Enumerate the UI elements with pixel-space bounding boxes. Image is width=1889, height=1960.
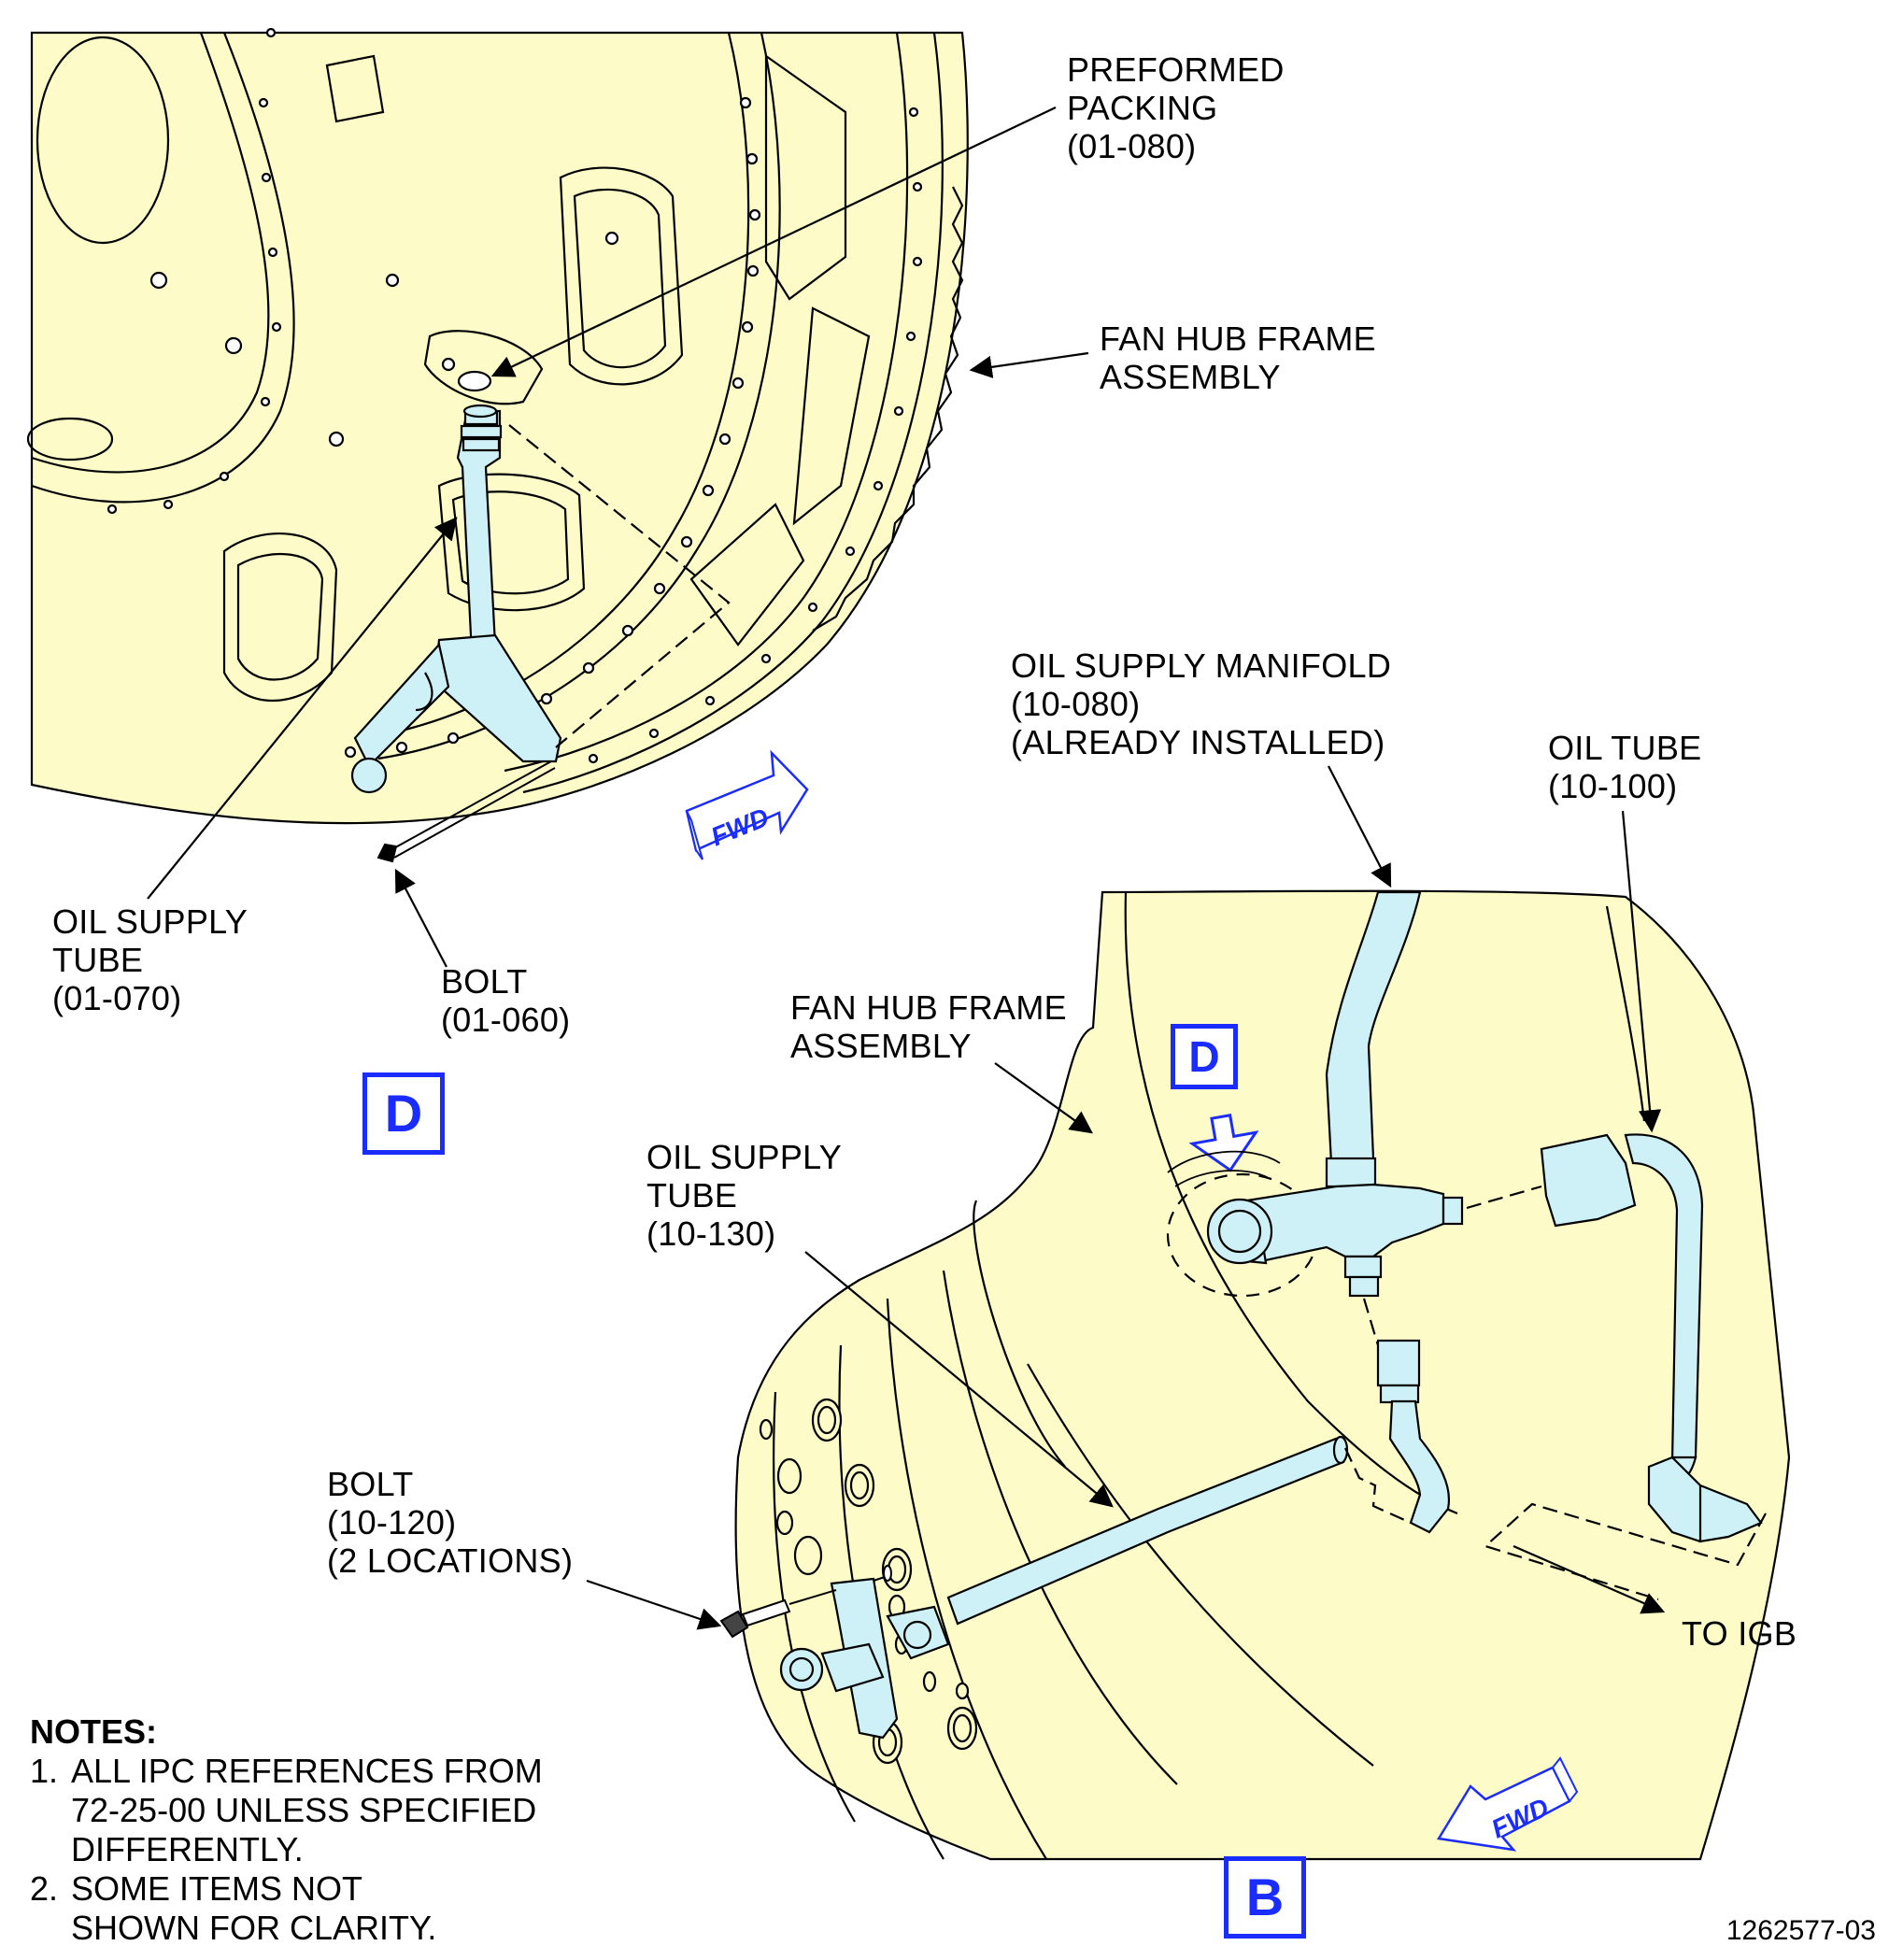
notes-block: NOTES: 1. ALL IPC REFERENCES FROM 72-25-… [30,1712,543,1948]
label-to-igb: TO IGB [1682,1614,1797,1653]
leader-bolt-top [394,868,447,968]
label-oil-tube: OIL TUBE (10-100) [1548,729,1701,805]
note-line: 72-25-00 UNLESS SPECIFIED [71,1791,537,1829]
label-line: OIL SUPPLY MANIFOLD [1011,646,1392,685]
view-callout-d-top: D [362,1072,445,1155]
label-line: BOLT [327,1465,414,1503]
label-oil-supply-manifold: OIL SUPPLY MANIFOLD (10-080) (ALREADY IN… [1011,646,1391,761]
label-line: (01-080) [1067,127,1197,165]
label-line: PREFORMED [1067,50,1285,89]
note-text: ALL IPC REFERENCES FROM 72-25-00 UNLESS … [71,1752,543,1869]
oil-tube-10-100 [1540,1133,1763,1543]
leader-oil-supply-tube-top [147,517,458,900]
leader-oil-supply-tube-bottom [804,1251,1114,1508]
note-item: 2. SOME ITEMS NOT SHOWN FOR CLARITY. [30,1869,543,1948]
leader-fan-hub-frame-bottom [994,1062,1093,1134]
preformed-packing-ring [457,370,492,392]
note-line: DIFFERENTLY. [71,1830,304,1868]
label-line: TO IGB [1682,1614,1797,1653]
label-line: OIL SUPPLY [646,1138,843,1176]
label-line: BOLT [441,962,528,1001]
label-bolt-bottom: BOLT (10-120) (2 LOCATIONS) [327,1465,573,1580]
leader-preformed-packing [490,107,1057,377]
view-callout-b: B [1224,1856,1306,1939]
leader-to-igb [1513,1544,1666,1614]
label-line: (10-080) [1011,685,1141,723]
label-oil-supply-tube-top: OIL SUPPLY TUBE (01-070) [52,902,248,1017]
leader-bolt-bottom [586,1579,722,1630]
bolt-01-060 [376,760,556,863]
label-line: FAN HUB FRAME [790,988,1067,1027]
label-line: (2 LOCATIONS) [327,1541,574,1580]
label-line: (10-120) [327,1503,457,1541]
label-fan-hub-frame-top: FAN HUB FRAME ASSEMBLY [1100,320,1376,396]
label-line: ASSEMBLY [790,1027,972,1065]
note-line: SOME ITEMS NOT [71,1869,363,1908]
oil-supply-tube-01-070 [350,404,562,794]
fwd-arrow-top: FWD [685,749,809,860]
label-preformed-packing: PREFORMED PACKING (01-080) [1067,50,1285,165]
note-number: 2. [30,1869,59,1908]
note-item: 1. ALL IPC REFERENCES FROM 72-25-00 UNLE… [30,1752,543,1869]
label-line: FAN HUB FRAME [1100,320,1376,358]
label-fan-hub-frame-bottom: FAN HUB FRAME ASSEMBLY [790,988,1067,1065]
manifold-elbow-tube [1376,1339,1451,1534]
oil-supply-manifold-10-080 [1206,890,1464,1298]
leader-fan-hub-frame-top [969,351,1089,378]
bolt-10-120 [719,1565,892,1639]
label-line: TUBE [52,941,144,979]
label-line: (10-100) [1548,767,1678,805]
label-line: (01-070) [52,979,182,1017]
label-line: (01-060) [441,1001,571,1039]
notes-heading: NOTES: [30,1712,158,1751]
label-bolt-top: BOLT (01-060) [441,962,570,1039]
label-line: PACKING [1067,89,1218,127]
label-line: (ALREADY INSTALLED) [1011,723,1385,761]
label-line: OIL SUPPLY [52,902,249,941]
label-oil-supply-tube-bottom: OIL SUPPLY TUBE (10-130) [646,1138,842,1253]
figure-number: 1262577-03 [1726,1915,1876,1946]
view-callout-d-detail: D [1171,1024,1238,1089]
label-line: (10-130) [646,1214,776,1253]
oil-supply-tube-10-130 [779,1435,1349,1740]
label-line: ASSEMBLY [1100,358,1281,396]
note-number: 1. [30,1752,59,1790]
label-line: OIL TUBE [1548,729,1702,767]
note-line: SHOWN FOR CLARITY. [71,1909,437,1947]
label-line: TUBE [646,1176,738,1214]
leader-oil-supply-manifold [1328,765,1392,888]
leader-oil-tube [1621,810,1662,1133]
note-line: ALL IPC REFERENCES FROM [71,1752,543,1790]
note-text: SOME ITEMS NOT SHOWN FOR CLARITY. [71,1869,436,1948]
